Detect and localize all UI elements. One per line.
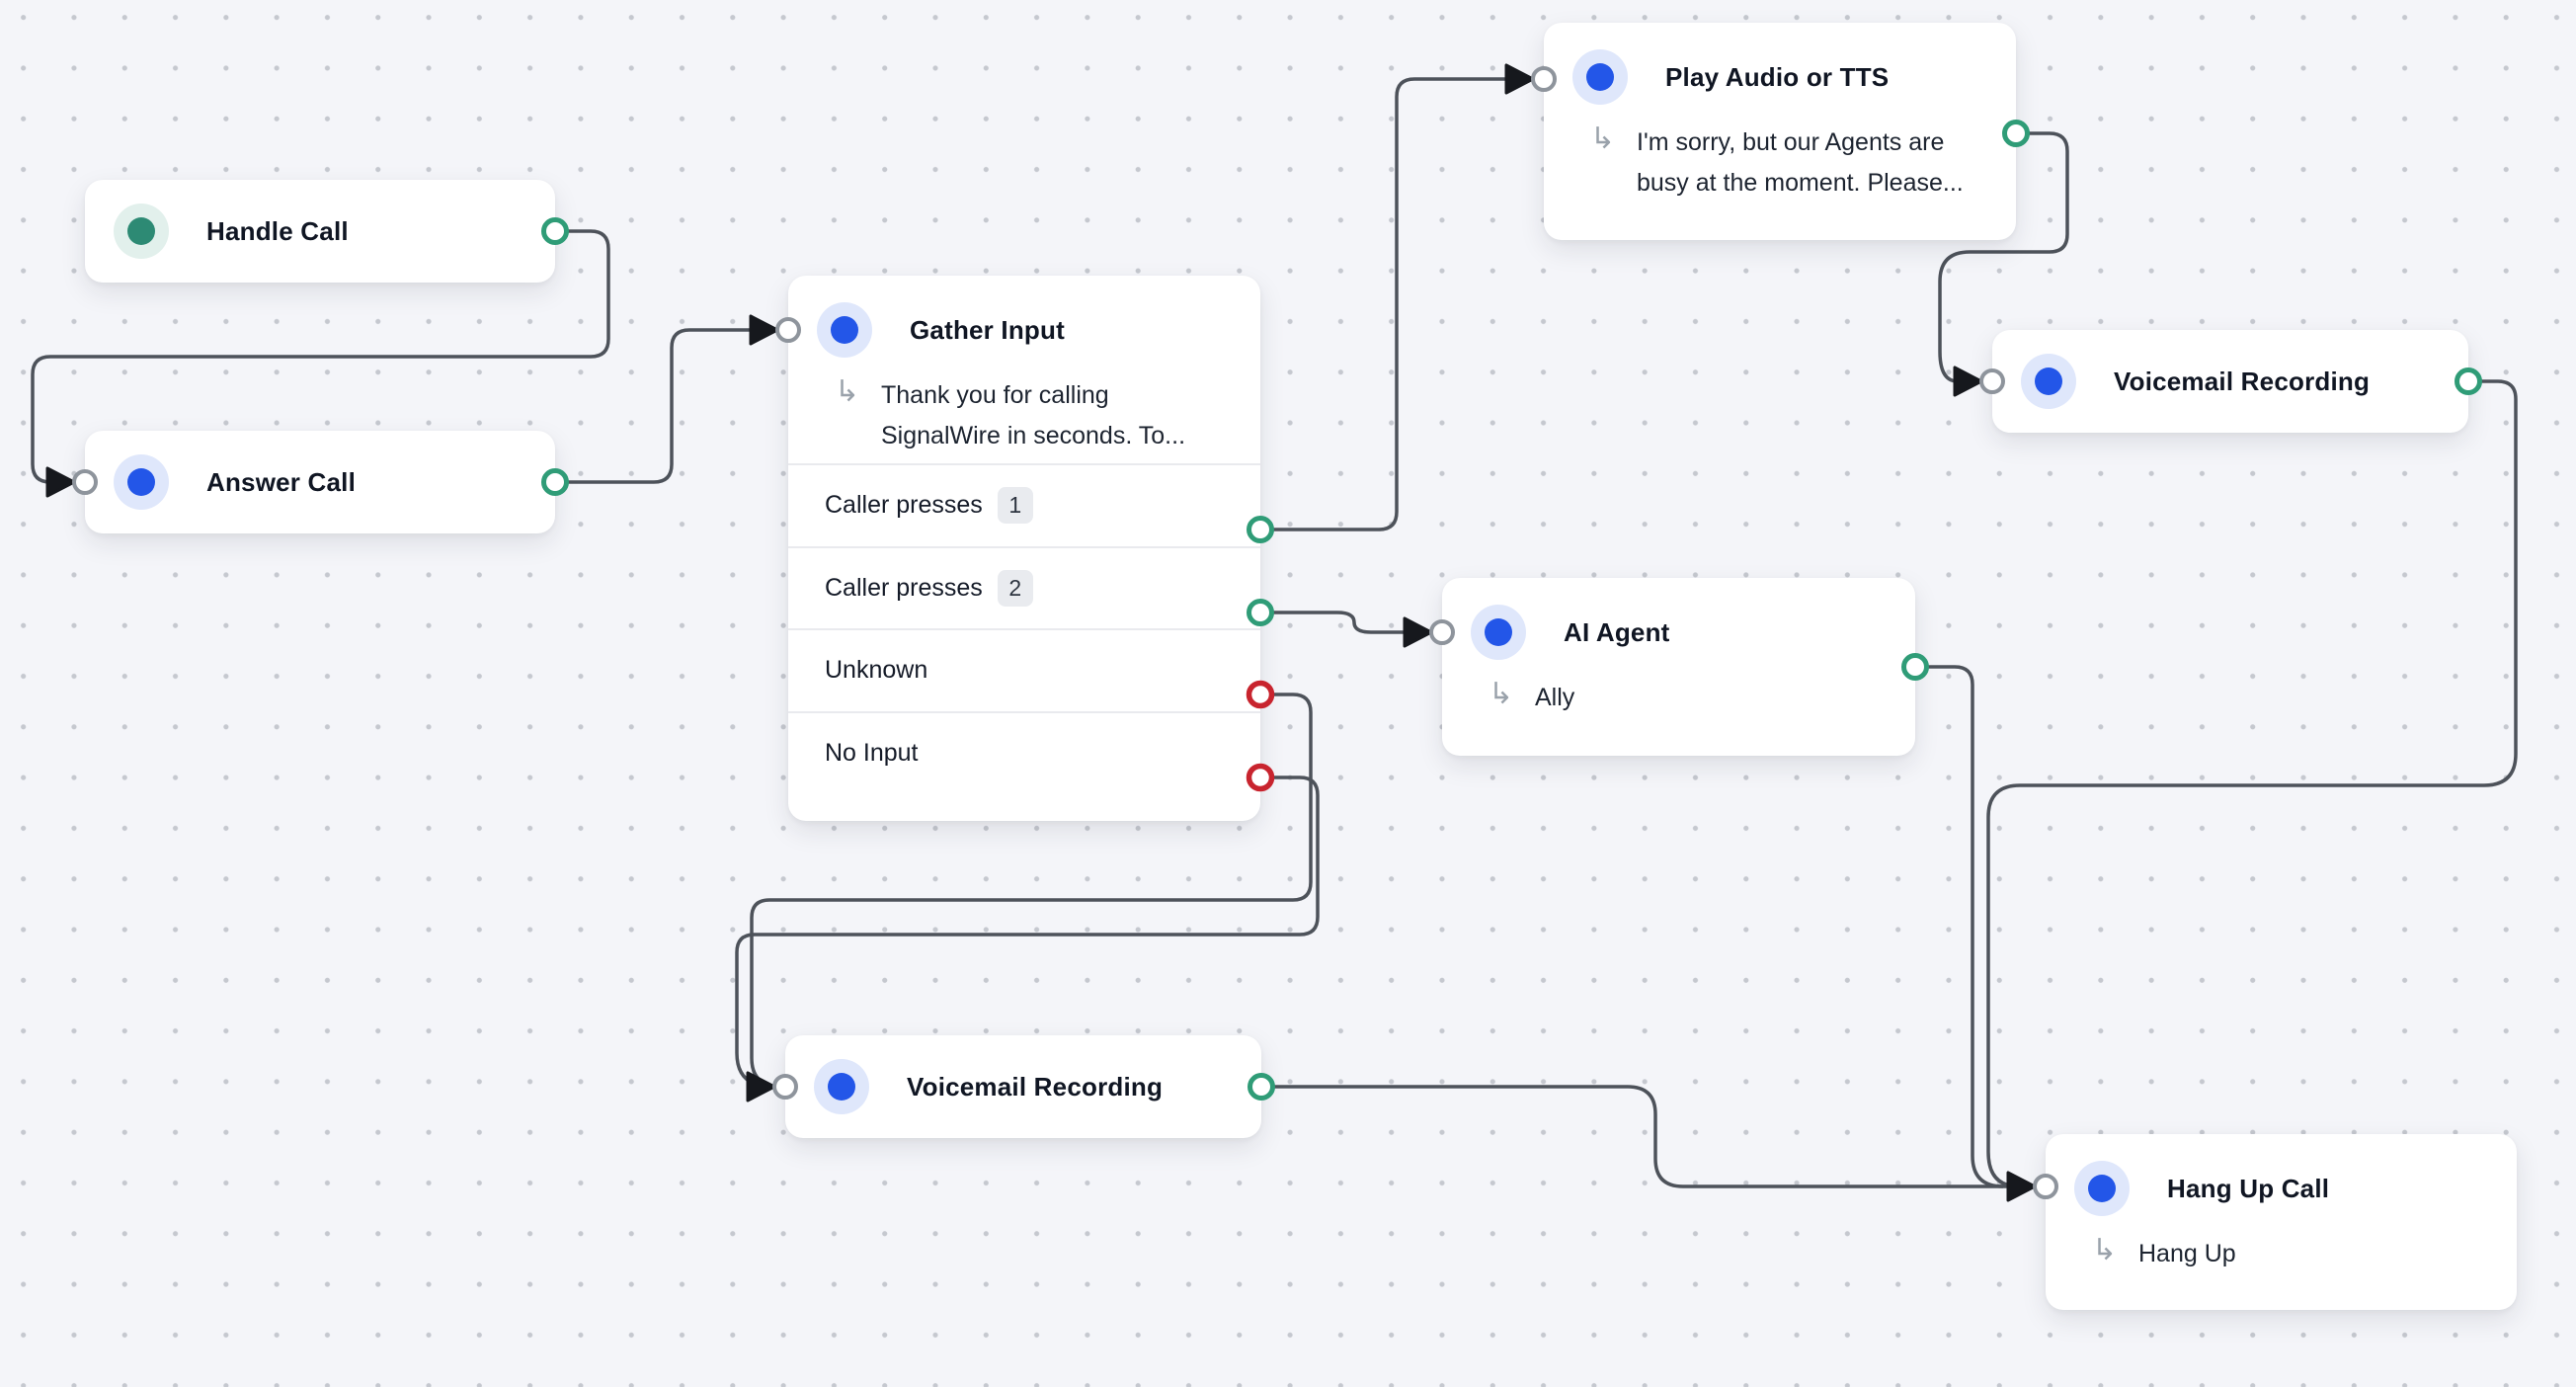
node-answer-call[interactable]: Answer Call	[85, 431, 555, 533]
input-arrow-hang-up	[2006, 1171, 2037, 1202]
output-port-ai-agent[interactable]	[1901, 653, 1929, 681]
input-arrow-answer-call	[45, 466, 76, 498]
gather-row-caller-presses-2[interactable]: Caller presses 2	[788, 548, 1260, 629]
branch-arrow-icon: ↳	[2092, 1234, 2118, 1266]
node-ai-agent[interactable]: AI Agent ↳ Ally	[1442, 578, 1915, 756]
row-label: No Input	[825, 738, 919, 767]
node-title: Gather Input	[910, 314, 1065, 345]
play-audio-icon	[1572, 49, 1628, 105]
edge-aiagent-to-hangup	[1915, 665, 2004, 1188]
output-port-play-audio[interactable]	[2002, 120, 2030, 147]
input-port-play-audio[interactable]	[1531, 66, 1557, 92]
input-port-gather-input[interactable]	[775, 317, 801, 343]
node-title: Play Audio or TTS	[1665, 61, 1890, 92]
input-port-voicemail-bottom[interactable]	[772, 1074, 798, 1100]
node-voicemail-recording-bottom[interactable]: Voicemail Recording	[785, 1035, 1261, 1138]
edge-noinput-to-voicemail-bottom	[735, 775, 1320, 1089]
node-hang-up-call[interactable]: Hang Up Call ↳ Hang Up	[2046, 1134, 2517, 1310]
key-badge: 1	[997, 487, 1033, 525]
branch-arrow-icon: ↳	[835, 375, 860, 408]
node-title: AI Agent	[1564, 616, 1670, 647]
output-port-handle-call[interactable]	[541, 217, 569, 245]
output-port-voicemail-top[interactable]	[2455, 367, 2482, 395]
input-arrow-voicemail-bottom	[746, 1071, 776, 1102]
row-divider	[788, 463, 1260, 465]
gather-row-caller-presses-1[interactable]: Caller presses 1	[788, 465, 1260, 546]
row-divider	[788, 545, 1260, 548]
node-handle-call[interactable]: Handle Call	[85, 180, 555, 283]
input-port-ai-agent[interactable]	[1429, 619, 1455, 645]
edge-voicemail-top-to-hangup	[1986, 379, 2518, 1188]
hang-up-icon	[2074, 1161, 2130, 1216]
answer-call-icon	[114, 454, 169, 510]
gather-row-no-input[interactable]: No Input	[788, 713, 1260, 794]
edge-press1-to-playaudio	[1260, 77, 1507, 531]
branch-arrow-icon: ↳	[1590, 122, 1616, 155]
input-arrow-ai-agent	[1403, 616, 1433, 648]
node-title: Hang Up Call	[2167, 1173, 2330, 1203]
output-port-caller-presses-2[interactable]	[1247, 599, 1274, 626]
node-subtitle: Ally	[1535, 684, 1575, 711]
voicemail-icon	[814, 1059, 869, 1114]
node-title: Handle Call	[206, 215, 349, 246]
node-voicemail-recording-top[interactable]: Voicemail Recording	[1992, 330, 2468, 433]
edge-answer-to-gather	[555, 328, 752, 484]
row-divider	[788, 710, 1260, 713]
row-label: Caller presses	[825, 573, 983, 602]
row-label: Unknown	[825, 656, 928, 685]
input-port-hang-up[interactable]	[2033, 1174, 2058, 1199]
node-subtitle: Hang Up	[2138, 1240, 2236, 1267]
node-title: Voicemail Recording	[907, 1071, 1164, 1101]
branch-arrow-icon: ↳	[1489, 678, 1514, 710]
input-arrow-gather-input	[749, 314, 779, 346]
edge-handle-to-answer	[31, 229, 610, 484]
gather-row-unknown[interactable]: Unknown	[788, 630, 1260, 711]
output-port-unknown[interactable]	[1246, 680, 1275, 709]
handle-call-icon	[114, 204, 169, 259]
node-title: Answer Call	[206, 466, 357, 497]
key-badge: 2	[997, 569, 1033, 607]
input-arrow-play-audio	[1504, 63, 1535, 95]
edge-unknown-to-voicemail-bottom	[750, 693, 1313, 1089]
edge-voicemail-bottom-to-hangup	[1261, 1085, 2009, 1188]
node-title: Voicemail Recording	[2114, 366, 2371, 396]
voicemail-icon	[2021, 354, 2076, 409]
node-subtitle: I'm sorry, but our Agents are busy at th…	[1637, 128, 1964, 197]
edge-press2-to-aiagent	[1260, 611, 1406, 634]
input-port-answer-call[interactable]	[72, 469, 98, 495]
row-label: Caller presses	[825, 491, 983, 520]
node-play-audio-tts[interactable]: Play Audio or TTS ↳ I'm sorry, but our A…	[1544, 23, 2016, 240]
node-gather-input[interactable]: Gather Input ↳ Thank you for calling Sig…	[788, 276, 1260, 821]
node-subtitle: Thank you for calling SignalWire in seco…	[881, 381, 1186, 449]
input-arrow-voicemail-top	[1953, 366, 1983, 397]
output-port-caller-presses-1[interactable]	[1247, 516, 1274, 543]
ai-agent-icon	[1471, 605, 1526, 660]
gather-input-icon	[817, 302, 872, 358]
output-port-no-input[interactable]	[1246, 763, 1275, 792]
edge-playaudio-to-voicemail-top	[1938, 131, 2069, 383]
row-divider	[788, 628, 1260, 630]
input-port-voicemail-top[interactable]	[1979, 368, 2005, 394]
output-port-answer-call[interactable]	[541, 468, 569, 496]
output-port-voicemail-bottom[interactable]	[1248, 1073, 1275, 1101]
